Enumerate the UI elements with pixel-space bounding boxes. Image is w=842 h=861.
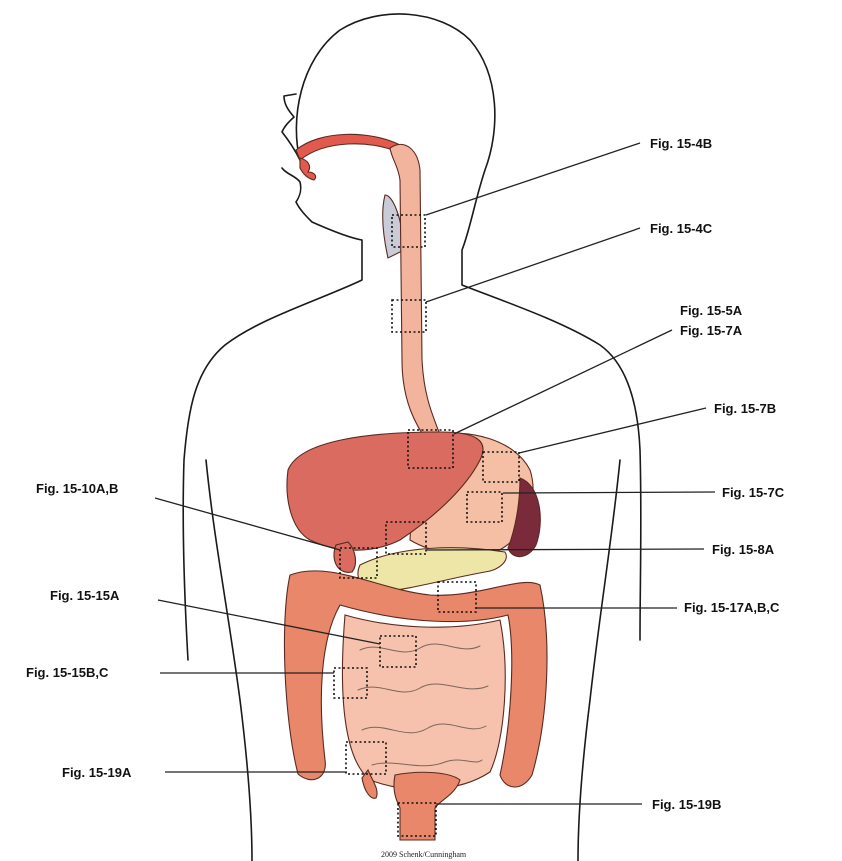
label-15-7c: Fig. 15-7C — [722, 485, 785, 500]
label-15-19b: Fig. 15-19B — [652, 797, 721, 812]
label-15-15bc: Fig. 15-15B,C — [26, 665, 109, 680]
label-15-4b: Fig. 15-4B — [650, 136, 712, 151]
rectum — [394, 772, 460, 840]
leader-15-5a — [454, 330, 672, 434]
label-15-4c: Fig. 15-4C — [650, 221, 713, 236]
leader-15-7b — [519, 408, 706, 453]
label-15-8a: Fig. 15-8A — [712, 542, 775, 557]
label-15-5a: Fig. 15-5A — [680, 303, 743, 318]
label-15-15a: Fig. 15-15A — [50, 588, 120, 603]
label-15-7b: Fig. 15-7B — [714, 401, 776, 416]
credit-line: 2009 Schenk/Cunningham — [381, 850, 467, 859]
tongue — [300, 158, 316, 180]
esophagus — [390, 144, 440, 445]
leader-15-4b — [426, 143, 640, 215]
label-15-10ab: Fig. 15-10A,B — [36, 481, 118, 496]
label-15-17abc: Fig. 15-17A,B,C — [684, 600, 780, 615]
label-15-19a: Fig. 15-19A — [62, 765, 132, 780]
leader-15-4c — [426, 228, 640, 302]
oral-cavity — [296, 134, 404, 258]
palate — [296, 134, 400, 160]
label-15-7a: Fig. 15-7A — [680, 323, 743, 338]
